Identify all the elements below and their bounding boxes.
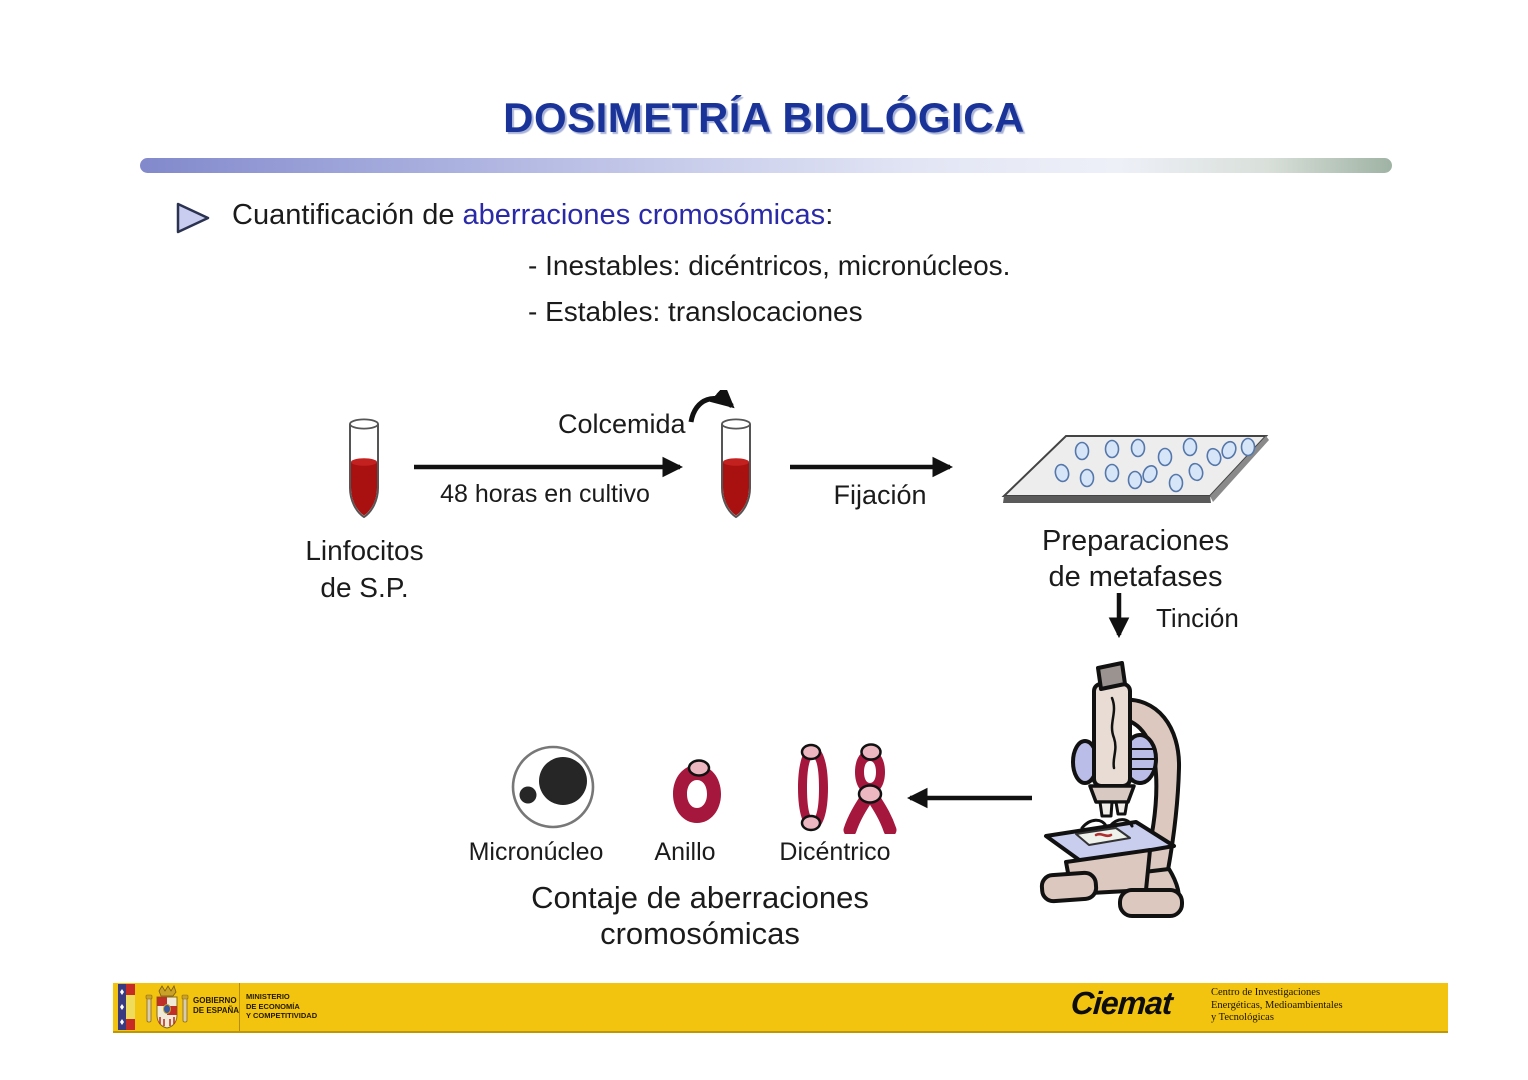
spain-coat-of-arms-icon: [145, 985, 189, 1029]
dicentric-label: Dicéntrico: [779, 838, 891, 866]
ring-chromosome-icon: [673, 759, 721, 823]
ciemat-description-line2: Energéticas, Medioambientales: [1211, 999, 1343, 1011]
gobierno-label: GOBIERNO DE ESPAÑA: [193, 996, 239, 1016]
metaphase-slide-icon: [1001, 435, 1269, 503]
fixation-arrow-label: Fijación: [833, 480, 927, 510]
bullet-heading: Cuantificación de aberraciones cromosómi…: [232, 199, 833, 232]
bullet-sub-item-stable: - Estables: translocaciones: [528, 296, 863, 327]
ministerio-label-line1: MINISTERIO: [246, 992, 290, 1001]
ministerio-label-line3: Y COMPETITIVIDAD: [246, 1011, 318, 1020]
bullet-heading-highlight: aberraciones cromosómicas: [462, 199, 826, 231]
colcemida-curved-arrow-icon: [688, 390, 735, 423]
preparations-label-line1: Preparaciones: [1042, 525, 1229, 557]
ministerio-label: MINISTERIO DE ECONOMÍA Y COMPETITIVIDAD: [246, 992, 317, 1021]
ciemat-description-line3: y Tecnológicas: [1211, 1012, 1274, 1023]
dicentric-chromosome-icon: [843, 743, 897, 834]
ciemat-description-line1: Centro de Investigaciones: [1211, 987, 1321, 998]
micronucleus-icon: [511, 745, 595, 829]
gobierno-label-line2: DE ESPAÑA: [193, 1006, 240, 1015]
lymphocytes-label: Linfocitos de S.P.: [282, 532, 447, 606]
scoring-caption-line1: Contaje de aberraciones: [531, 880, 869, 915]
staining-arrow-icon: [1108, 593, 1130, 639]
ring-label: Anillo: [654, 838, 716, 866]
footer-divider: [239, 983, 240, 1031]
dicentric-ring-icon: [798, 743, 828, 832]
ministerio-label-line2: DE ECONOMÍA: [246, 1001, 300, 1011]
blood-tube-icon: [349, 418, 379, 519]
scoring-arrow-icon: [906, 787, 1032, 809]
lymphocytes-label-line1: Linfocitos: [305, 535, 424, 566]
page-title: DOSIMETRÍA BIOLÓGICA: [503, 94, 1025, 141]
blood-tube-colcemida-icon: [721, 418, 751, 519]
ciemat-logo: Ciemat: [1069, 985, 1173, 1021]
microscope-icon: [1039, 661, 1184, 918]
preparations-label: Preparaciones de metafases: [1013, 523, 1258, 595]
culture-arrow-icon: [414, 456, 684, 478]
scoring-caption-line2: cromosómicas: [600, 916, 800, 951]
bullet-triangle-icon: [176, 202, 210, 234]
colcemida-label: Colcemida: [558, 409, 686, 439]
title-divider: [140, 158, 1392, 173]
bullet-heading-suffix: :: [825, 199, 834, 231]
staining-label: Tinción: [1156, 603, 1239, 633]
gobierno-label-line1: GOBIERNO: [193, 996, 237, 1005]
preparations-label-line2: de metafases: [1048, 561, 1223, 593]
lymphocytes-label-line2: de S.P.: [320, 572, 409, 603]
fixation-arrow-icon: [790, 456, 954, 478]
ciemat-description: Centro de Investigaciones Energéticas, M…: [1211, 987, 1343, 1025]
bullet-sub-item-unstable: - Inestables: dicéntricos, micronúcleos.: [528, 250, 1011, 281]
spain-flag-icon: [118, 984, 135, 1030]
bullet-heading-prefix: Cuantificación de: [232, 199, 463, 231]
culture-arrow-label: 48 horas en cultivo: [440, 480, 650, 508]
micronucleus-label: Micronúcleo: [468, 838, 604, 866]
footer-banner: GOBIERNO DE ESPAÑA MINISTERIO DE ECONOMÍ…: [113, 983, 1448, 1033]
